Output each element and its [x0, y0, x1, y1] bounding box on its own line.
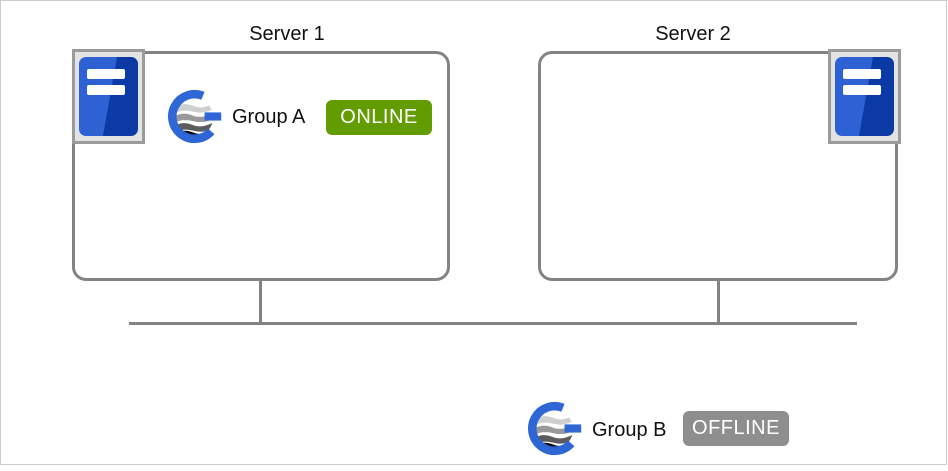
server2-tower-icon	[828, 49, 901, 144]
tower-slot-bar	[843, 69, 881, 79]
server2-network-connector	[717, 279, 720, 325]
group-a-icon	[168, 88, 225, 145]
server1-tower-icon	[72, 49, 145, 144]
g-crossbar	[204, 112, 222, 121]
tower-body	[835, 57, 894, 136]
server2-title: Server 2	[655, 23, 731, 45]
g-ring	[168, 89, 215, 144]
group-b-status-badge: OFFLINE	[683, 411, 789, 446]
group-a-status-badge: ONLINE	[326, 100, 432, 135]
failover-group-globe-icon	[168, 89, 222, 144]
network-bus-line	[129, 322, 857, 325]
tower-slot-bar	[87, 69, 125, 79]
tower-body	[79, 57, 138, 136]
failover-group-globe-icon	[528, 401, 582, 456]
group-b-icon	[528, 400, 585, 457]
server1-title: Server 1	[249, 23, 325, 45]
tower-slot-bar	[843, 85, 881, 95]
group-b-label: Group B	[592, 419, 667, 441]
g-ring	[528, 401, 575, 456]
tower-slot-bar	[87, 85, 125, 95]
g-crossbar	[564, 424, 582, 433]
group-a-label: Group A	[232, 106, 306, 128]
server1-network-connector	[259, 279, 262, 325]
